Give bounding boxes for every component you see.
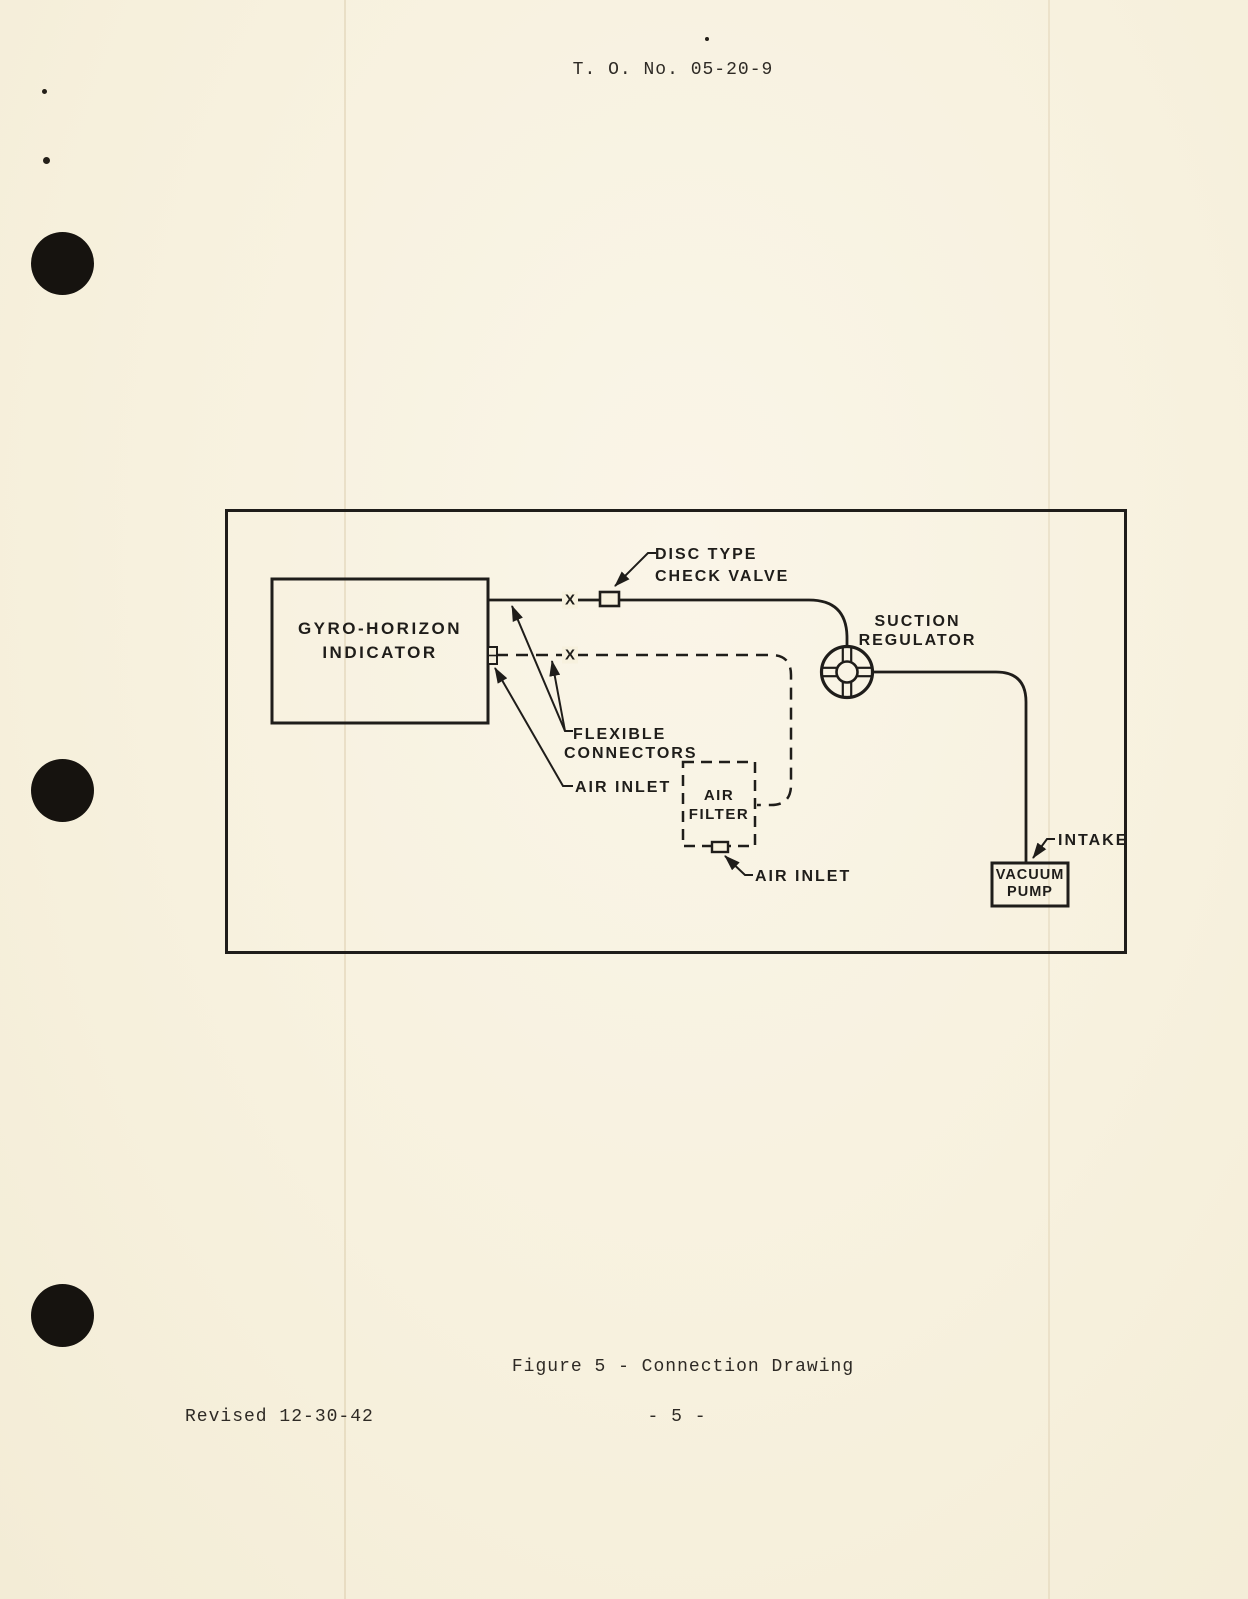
ink-speck bbox=[43, 157, 50, 164]
filter-air-inlet-label: AIR INLET bbox=[755, 868, 852, 885]
flexible-connector-mark-solid: X bbox=[561, 591, 579, 609]
intake-label: INTAKE bbox=[1058, 832, 1129, 849]
flexible-connector-mark-dashed: X bbox=[561, 646, 579, 664]
air-filter-inlet-notch bbox=[710, 840, 730, 854]
regulator-label-line2: REGULATOR bbox=[858, 631, 977, 649]
vacuum-pump-label-line2: PUMP bbox=[1007, 884, 1053, 900]
air-line-dashed bbox=[496, 653, 793, 807]
ink-speck bbox=[42, 89, 47, 94]
indicator-label-line1: GYRO-HORIZON bbox=[297, 619, 463, 638]
suction-regulator-label: SUCTION REGULATOR bbox=[835, 613, 1000, 650]
check-valve-label-line2: CHECK VALVE bbox=[655, 568, 790, 585]
air-filter-box bbox=[681, 760, 757, 848]
disc-check-valve-symbol bbox=[598, 590, 621, 608]
indicator-label-line2: INDICATOR bbox=[322, 643, 438, 662]
connection-drawing-figure: X X GYRO-HORIZON INDICATOR DISC TYPE CHE… bbox=[225, 509, 1127, 954]
intake-leader bbox=[1032, 838, 1055, 859]
flexible-connectors-label-line2: CONNECTORS bbox=[564, 745, 698, 762]
check-valve-label-line1: DISC TYPE bbox=[655, 546, 758, 563]
check-valve-leader bbox=[614, 552, 656, 587]
figure-border bbox=[225, 509, 1127, 954]
gyro-horizon-indicator-label: GYRO-HORIZON INDICATOR bbox=[272, 617, 488, 665]
scan-streak bbox=[344, 0, 346, 1599]
page-title: T. O. No. 05-20-9 bbox=[572, 60, 774, 80]
page-number: - 5 - bbox=[647, 1407, 707, 1427]
indicator-air-inlet-leader bbox=[494, 667, 573, 787]
ink-speck bbox=[705, 37, 709, 41]
piping-diagram-linework bbox=[225, 509, 1127, 954]
punch-hole bbox=[31, 759, 94, 822]
vacuum-pump-box bbox=[990, 861, 1070, 908]
figure-caption: Figure 5 - Connection Drawing bbox=[511, 1357, 855, 1377]
air-filter-label-line1: AIR bbox=[703, 787, 735, 804]
regulator-label-line1: SUCTION bbox=[874, 613, 961, 630]
filter-air-inlet-leader bbox=[724, 855, 753, 876]
punch-hole bbox=[31, 232, 94, 295]
air-filter-label: AIR FILTER bbox=[683, 786, 755, 824]
disc-check-valve-label: DISC TYPE CHECK VALVE bbox=[655, 544, 789, 588]
suction-regulator-symbol bbox=[819, 644, 875, 700]
indicator-air-inlet-label: AIR INLET bbox=[575, 779, 672, 796]
suction-line-solid bbox=[488, 598, 849, 646]
revision-note: Revised 12-30-42 bbox=[185, 1407, 374, 1427]
air-filter-label-line2: FILTER bbox=[688, 806, 750, 823]
flexible-connectors-label-line1: FLEXIBLE bbox=[573, 726, 667, 743]
pump-suction-line bbox=[872, 670, 1028, 863]
scan-streak bbox=[1048, 0, 1050, 1599]
flexible-connector-leader-bottom bbox=[549, 660, 566, 732]
vacuum-pump-label: VACUUM PUMP bbox=[992, 867, 1068, 901]
punch-hole bbox=[31, 1284, 94, 1347]
vacuum-pump-label-line1: VACUUM bbox=[995, 867, 1065, 883]
